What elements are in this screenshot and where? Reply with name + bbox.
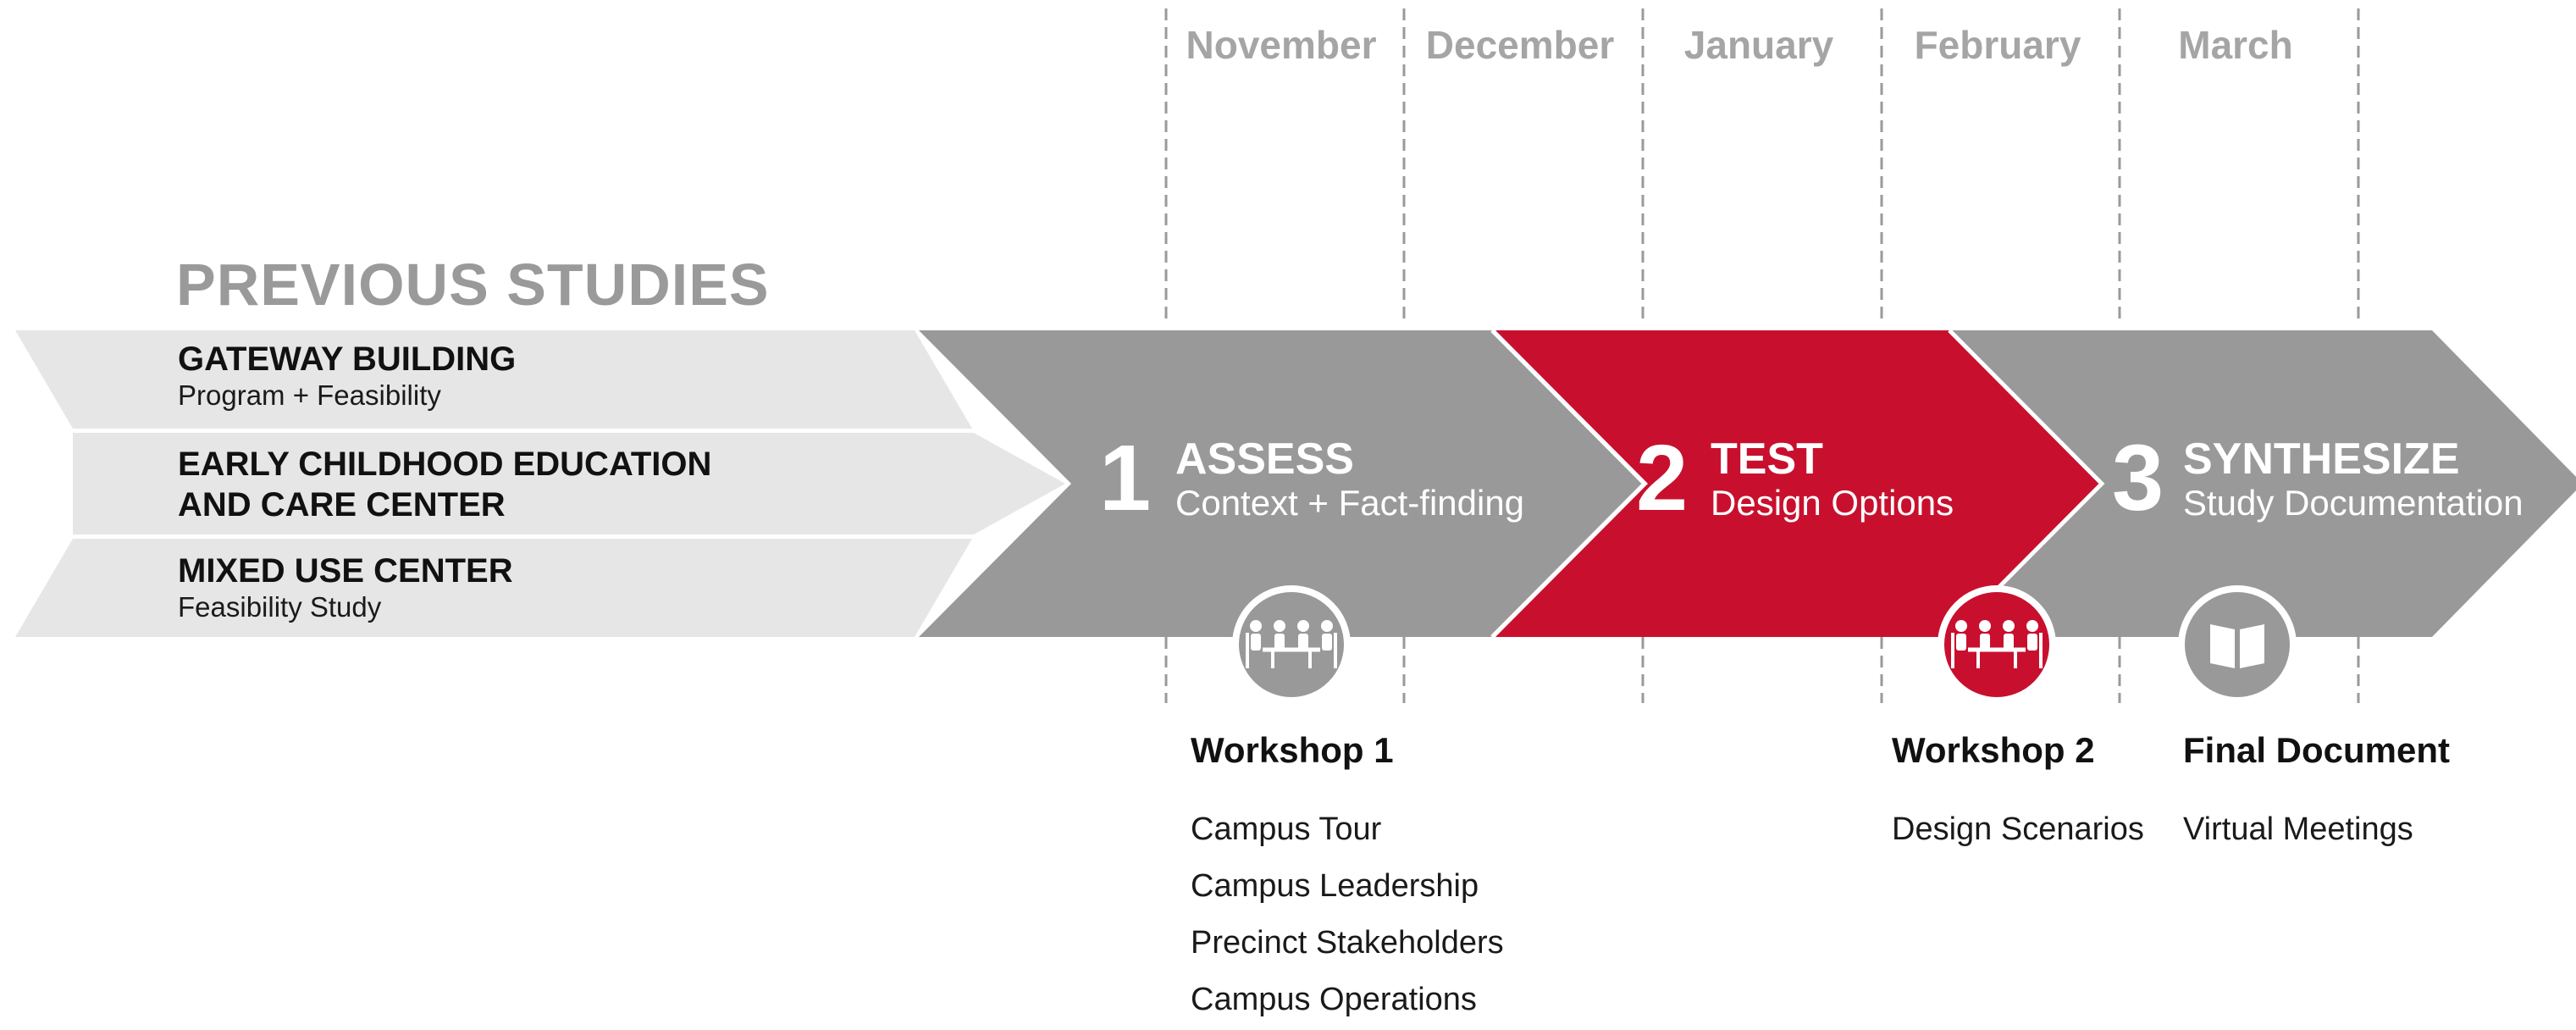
phase-subtitle: Design Options bbox=[1711, 483, 1954, 523]
person-head bbox=[1321, 620, 1333, 632]
person-body bbox=[1980, 634, 1990, 651]
person-body bbox=[2004, 634, 2014, 651]
person-head bbox=[1274, 620, 1285, 632]
event-item: Campus Operations bbox=[1191, 982, 1477, 1017]
month-label-january: January bbox=[1683, 23, 1834, 67]
phase-separator-1 bbox=[1490, 329, 1648, 639]
study-subtitle: Program + Feasibility bbox=[178, 379, 441, 411]
study-title-line-2: AND CARE CENTER bbox=[178, 486, 506, 523]
month-label-december: December bbox=[1425, 23, 1615, 67]
person-body bbox=[1322, 634, 1332, 651]
phase-title: ASSESS bbox=[1175, 435, 1354, 484]
event-title: Workshop 2 bbox=[1892, 730, 2095, 770]
event-item: Design Scenarios bbox=[1892, 811, 2144, 847]
event-workshop-1: Workshop 1 Campus Tour Campus Leadership… bbox=[1191, 730, 1504, 1028]
person-body bbox=[1274, 634, 1285, 651]
person-body bbox=[1251, 634, 1261, 651]
phase-1-chevron bbox=[919, 330, 1645, 637]
person-head bbox=[1297, 620, 1309, 632]
person-head bbox=[1955, 620, 1967, 632]
event-icon-circle bbox=[1938, 585, 2056, 704]
event-item: Campus Tour bbox=[1191, 811, 1382, 847]
study-title-line-1: EARLY CHILDHOOD EDUCATION bbox=[178, 446, 712, 483]
event-final-document: Final Document Virtual Meetings bbox=[2183, 730, 2450, 858]
previous-study-band-1 bbox=[15, 330, 972, 429]
previous-studies-heading: PREVIOUS STUDIES bbox=[176, 252, 770, 318]
event-icon-circle bbox=[1232, 585, 1351, 704]
month-label-february: February bbox=[1914, 23, 2081, 67]
person-body bbox=[2027, 634, 2037, 651]
person-head bbox=[1250, 620, 1262, 632]
event-title: Workshop 1 bbox=[1191, 730, 1394, 770]
event-icon-circle bbox=[2178, 585, 2297, 704]
phase-3-label: SYNTHESIZE Study Documentation bbox=[2183, 435, 2523, 523]
phase-2-label: TEST Design Options bbox=[1711, 435, 1954, 523]
phase-1-label: ASSESS Context + Fact-finding bbox=[1175, 435, 1524, 523]
person-head bbox=[2003, 620, 2015, 632]
meeting-icon bbox=[1938, 585, 2056, 704]
previous-study-mixed-use: MIXED USE CENTER Feasibility Study bbox=[178, 551, 513, 623]
phase-3-chevron bbox=[1949, 330, 2576, 637]
study-title: GATEWAY BUILDING bbox=[178, 341, 517, 378]
month-label-march: March bbox=[2178, 23, 2293, 67]
person-body bbox=[1298, 634, 1308, 651]
phase-1-number: 1 bbox=[1099, 426, 1152, 530]
phase-2-number: 2 bbox=[1636, 426, 1689, 530]
study-subtitle: Feasibility Study bbox=[178, 591, 382, 623]
previous-study-early-childhood: EARLY CHILDHOOD EDUCATION AND CARE CENTE… bbox=[178, 444, 711, 525]
person-head bbox=[2026, 620, 2038, 632]
event-item: Precinct Stakeholders bbox=[1191, 925, 1504, 961]
event-title: Final Document bbox=[2183, 730, 2451, 770]
previous-study-band-3 bbox=[15, 539, 972, 637]
study-title: MIXED USE CENTER bbox=[178, 552, 513, 590]
phase-subtitle: Study Documentation bbox=[2183, 483, 2523, 523]
phase-3-number: 3 bbox=[2112, 426, 2164, 530]
phase-2-chevron bbox=[1495, 330, 2102, 637]
event-workshop-2: Workshop 2 Design Scenarios bbox=[1892, 730, 2144, 858]
phase-subtitle: Context + Fact-finding bbox=[1175, 483, 1525, 523]
phase-title: TEST bbox=[1711, 435, 1823, 484]
previous-study-band-2 bbox=[73, 433, 1065, 534]
phase-title: SYNTHESIZE bbox=[2183, 435, 2460, 484]
event-item: Virtual Meetings bbox=[2183, 811, 2413, 847]
person-body bbox=[1956, 634, 1966, 651]
book-icon bbox=[2178, 585, 2297, 704]
person-head bbox=[1979, 620, 1991, 632]
month-label-november: November bbox=[1186, 23, 1377, 67]
previous-study-gateway: GATEWAY BUILDING Program + Feasibility bbox=[178, 339, 516, 412]
event-item: Campus Leadership bbox=[1191, 868, 1479, 904]
book-page-right bbox=[2240, 624, 2264, 668]
book-page-left bbox=[2210, 624, 2235, 668]
meeting-icon bbox=[1232, 585, 1351, 704]
